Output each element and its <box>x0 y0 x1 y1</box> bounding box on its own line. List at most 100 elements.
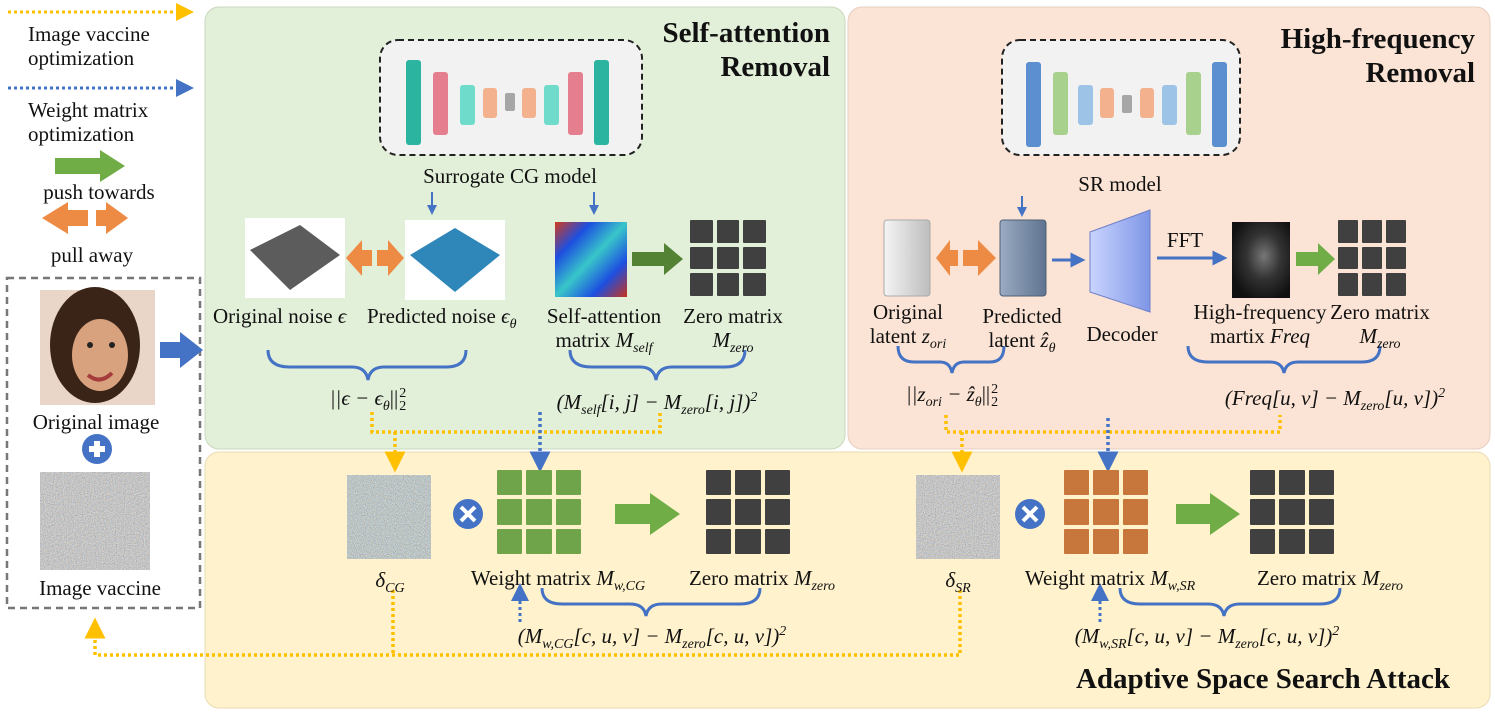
matrix-cell <box>764 499 790 525</box>
matrix-cell <box>555 470 581 496</box>
blue-input-arrow <box>160 332 203 368</box>
times-circle-icon <box>1015 499 1045 529</box>
matrix-cell <box>735 499 761 525</box>
matrix-cell <box>1093 528 1119 554</box>
matrix-cell <box>764 470 790 496</box>
surrogate-model-label: Surrogate CG model <box>423 164 597 188</box>
zero-sr-label: Zero matrix Mzero <box>1256 566 1404 595</box>
matrix-cell <box>1093 470 1119 496</box>
matrix-cell <box>743 220 766 243</box>
weight-sr-label: Weight matrix Mw,SR <box>1024 566 1196 595</box>
original-noise-image <box>245 218 345 298</box>
push-arrow-freq <box>1296 243 1335 275</box>
attention-loss-formula: (Mself[i, j] − Mzero[i, j])2 <box>556 390 758 419</box>
matrix-cell <box>716 220 740 243</box>
delta-cg-image <box>344 472 434 562</box>
matrix-cell <box>1093 499 1119 525</box>
decoder-shape <box>1089 209 1151 313</box>
matrix-cell <box>1122 470 1148 496</box>
yellow-dotted-cg-link <box>370 412 662 434</box>
matrix-cell <box>1386 246 1406 270</box>
matrix-cell <box>526 470 552 496</box>
legend-push-towards: push towards <box>43 180 155 204</box>
matrix-cell <box>1338 246 1358 270</box>
matrix-cell <box>1362 220 1382 243</box>
pull-away-arrow <box>346 240 404 276</box>
predicted-latent-block <box>999 219 1047 297</box>
matrix-cell <box>497 499 523 525</box>
matrix-cell <box>1308 499 1334 525</box>
zero-matrix-attention <box>690 220 766 296</box>
self-attention-matrix-image <box>555 222 627 297</box>
times-circle-icon <box>453 499 483 529</box>
matrix-cell <box>497 470 523 496</box>
matrix-cell <box>1308 528 1334 554</box>
pull-away-arrow-latent <box>936 240 996 276</box>
original-latent-block <box>883 219 931 297</box>
matrix-cell <box>706 470 732 496</box>
weight-cg-label: Weight matrix Mw,CG <box>470 566 646 595</box>
matrix-cell <box>735 470 761 496</box>
matrix-cell <box>497 528 523 554</box>
unet-cg-icon <box>406 60 609 145</box>
fft-label: FFT <box>1166 228 1204 252</box>
matrix-cell <box>1386 220 1406 243</box>
matrix-cell <box>1064 470 1090 496</box>
matrix-cell <box>706 528 732 554</box>
high-frequency-image <box>1232 222 1290 298</box>
matrix-cell <box>1386 273 1406 296</box>
self-attention-panel <box>204 6 846 450</box>
image-vaccine-label: Image vaccine <box>39 576 161 600</box>
matrix-cell <box>1064 528 1090 554</box>
matrix-cell <box>1362 246 1382 270</box>
matrix-cell <box>1279 470 1305 496</box>
matrix-cell <box>1362 273 1382 296</box>
original-noise-label: Original noise ϵ <box>213 304 347 328</box>
matrix-cell <box>1122 528 1148 554</box>
adaptive-panel <box>204 451 1491 709</box>
matrix-cell <box>1122 499 1148 525</box>
original-image <box>40 287 155 405</box>
weight-cg-loss-formula: (Mw,CG[c, u, v] − Mzero[c, u, v])2 <box>517 624 787 653</box>
weight-matrix-cg <box>497 470 581 554</box>
image-vaccine-noise <box>40 472 150 570</box>
push-arrow-attention <box>632 243 683 275</box>
freq-loss-formula: (Freq[u, v] − Mzero[u, v])2 <box>1224 386 1446 415</box>
matrix-cell <box>1250 528 1276 554</box>
decoder-label: Decoder <box>1086 322 1158 346</box>
matrix-cell <box>743 246 766 270</box>
brace-weight-cg <box>540 587 762 617</box>
matrix-cell <box>735 528 761 554</box>
matrix-cell <box>1250 470 1276 496</box>
zero-matrix-cg <box>706 470 790 554</box>
delta-cg-label: δCG <box>375 568 405 597</box>
weight-sr-loss-formula: (Mw,SR[c, u, v] − Mzero[c, u, v])2 <box>1074 624 1340 653</box>
plus-circle-icon <box>82 434 112 464</box>
yellow-dotted-feedback-loop <box>95 590 962 657</box>
sr-model-label: SR model <box>1078 172 1162 196</box>
matrix-cell <box>690 273 713 296</box>
matrix-cell <box>1338 273 1358 296</box>
green-arrow-icon <box>55 150 125 182</box>
matrix-cell <box>690 246 713 270</box>
delta-sr-image <box>913 472 1003 562</box>
push-arrow-sr <box>1176 493 1240 535</box>
matrix-cell <box>555 528 581 554</box>
predicted-noise-label: Predicted noise ϵθ <box>367 304 517 333</box>
zero-cg-label: Zero matrix Mzero <box>688 566 836 595</box>
legend-pull-away: pull away <box>50 243 134 267</box>
matrix-cell <box>1338 220 1358 243</box>
brace-noise <box>266 349 468 381</box>
zero-matrix-freq <box>1338 220 1406 296</box>
input-box <box>5 276 202 610</box>
